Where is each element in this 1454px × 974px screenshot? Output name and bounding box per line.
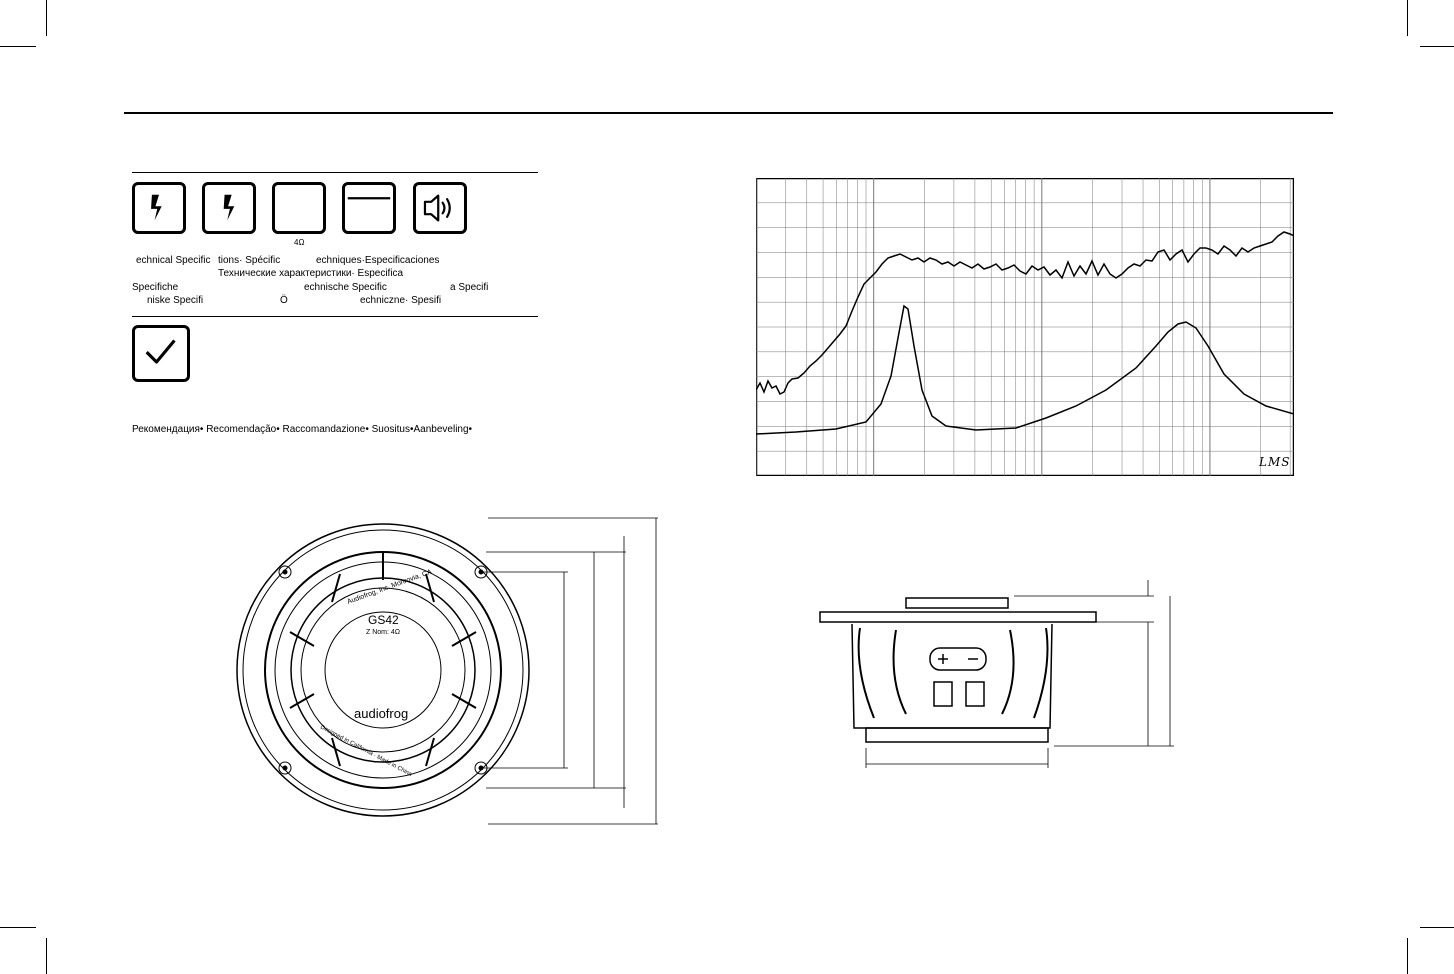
frequency-response-graph [756, 178, 1294, 476]
crop-mark [1407, 938, 1408, 974]
audiofrog-logo: audiofrog [354, 706, 408, 721]
frequency-response-curve [756, 231, 1294, 396]
crop-mark [46, 938, 47, 974]
spec-text: echniczne· Spesifi [360, 295, 442, 306]
spec-panel-top-rule [132, 172, 538, 173]
blank-box-icon [272, 182, 326, 234]
recommendation-text: Рекомендация• Recomendação• Raccomandazi… [132, 424, 473, 435]
crop-mark [0, 46, 36, 47]
spec-text: echniques·Especificaciones [316, 255, 440, 266]
window-icon [342, 182, 396, 234]
spec-panel-bottom-rule [132, 316, 538, 317]
lms-logo: LMS [1259, 455, 1291, 469]
crop-mark [1407, 0, 1408, 36]
impedance-label: 4Ω [294, 238, 305, 247]
speaker-icon [413, 182, 467, 234]
speaker-side-view [819, 580, 1174, 768]
checkmark-icon [132, 325, 190, 382]
impedance-text: Z Nom: 4Ω [366, 629, 400, 636]
spec-text: echnical Specific [136, 255, 211, 266]
spec-text: echnische Specific [304, 282, 387, 293]
power-icon [202, 182, 256, 234]
footer-text: Designed in California · Made in China [319, 724, 413, 778]
crop-mark [0, 927, 36, 928]
spec-text: niske Specifi [147, 295, 204, 306]
power-icon [132, 182, 186, 234]
spec-text: tions· Spécific [218, 255, 281, 266]
crop-mark [1420, 927, 1454, 928]
brand-line-text: Audiofrog, Inc. Monrovia, CA [346, 569, 433, 606]
impedance-curve [756, 304, 1294, 435]
model-text: GS42 [368, 613, 399, 627]
crop-mark [1420, 46, 1454, 47]
speaker-front-view: Audiofrog, Inc. Monrovia, CA GS42 Z Nom:… [236, 517, 658, 825]
header-rule [124, 112, 1333, 114]
spec-text: Ö [280, 295, 288, 306]
spec-text: a Specifi [450, 282, 489, 293]
crop-mark [46, 0, 47, 36]
spec-text: Технические характеристики· Especifica [218, 268, 404, 279]
spec-text: Specifiche [132, 282, 179, 293]
